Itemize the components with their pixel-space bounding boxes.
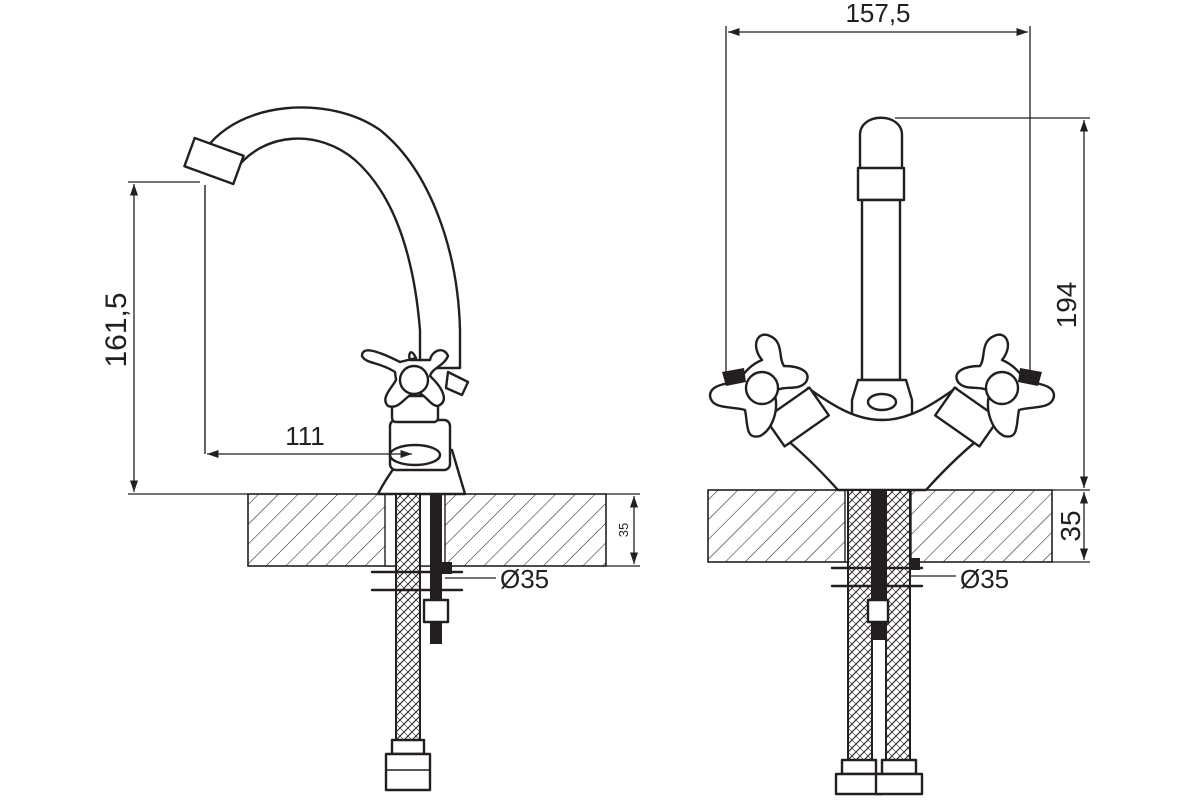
dim-side-hole: Ø35 — [445, 564, 549, 594]
dim-front-height-label: 194 — [1051, 282, 1082, 329]
front-threaded-rod — [866, 490, 890, 640]
dim-front-width: 157,5 — [725, 0, 1031, 372]
dim-front-height: 194 — [895, 117, 1090, 491]
front-washers — [830, 558, 924, 588]
side-threaded-rod — [422, 494, 450, 644]
dim-front-width-label: 157,5 — [845, 0, 910, 28]
dim-front-hole-label: Ø35 — [960, 564, 1009, 594]
side-view: 161,5 111 35 Ø35 — [100, 106, 640, 792]
dim-side-height: 161,5 — [100, 181, 248, 495]
dim-side-height-label: 161,5 — [100, 292, 133, 367]
dim-side-reach-label: 111 — [285, 421, 325, 451]
side-washers — [370, 562, 464, 592]
dim-side-thickness-label: 35 — [616, 523, 631, 537]
dim-side-thickness: 35 — [606, 493, 640, 567]
side-supply-hose — [384, 493, 432, 792]
dim-side-hole-label: Ø35 — [500, 564, 549, 594]
front-spout — [850, 116, 914, 422]
dim-side-reach: 111 — [207, 421, 412, 459]
side-countertop — [247, 493, 607, 567]
front-left-handle — [708, 333, 831, 448]
front-view: 157,5 194 35 Ø35 — [707, 0, 1090, 796]
side-cross-handle — [360, 349, 450, 408]
front-right-handle — [933, 333, 1056, 448]
front-supply-hoses — [834, 489, 924, 796]
side-spout — [183, 106, 462, 370]
dim-front-thickness-label: 35 — [1055, 510, 1086, 541]
dim-front-thickness: 35 — [1052, 492, 1090, 563]
dim-front-hole: Ø35 — [911, 564, 1009, 594]
